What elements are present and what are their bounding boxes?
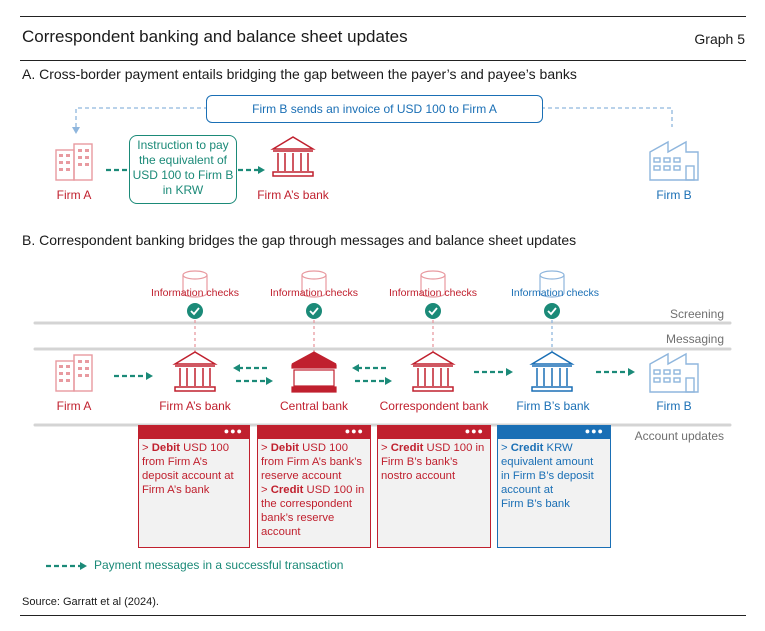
firm-b-node-label: Firm B [656,399,692,413]
card-body: > Credit USD 100 in Firm B’s bank’s nost… [381,442,485,482]
instruction-line: USD 100 to Firm B [132,168,234,182]
info-check-label: Information checks [150,287,240,299]
info-check-label: Information checks [269,287,359,299]
firm-a-bank-node-label: Firm A’s bank [159,399,231,413]
firm-a-node-label: Firm A [56,399,92,413]
database-icon [182,270,208,298]
office-building-icon [55,143,93,181]
card-header: ●●● [378,426,490,439]
panel-b-heading: B. Correspondent banking bridges the gap… [22,232,577,248]
card-header: ●●● [258,426,370,439]
central-bank-node-label: Central bank [279,399,349,413]
bank-building-icon [410,351,456,392]
check-circle-icon [544,303,560,319]
bank-building-icon [529,351,575,392]
database-icon [539,270,565,298]
account-card-central-bank: ●●● > Debit USD 100 from Firm A’s bank’s… [257,425,371,548]
firm-a-bank-label: Firm A’s bank [257,188,329,202]
account-card-firm-a-bank: ●●● > Debit USD 100 from Firm A’s deposi… [138,425,250,548]
card-body: > Credit KRW equivalent amount in Firm B… [501,442,594,510]
card-body: > Debit USD 100 from Firm A’s bank’s res… [261,442,365,538]
bank-building-icon [172,351,218,392]
instruction-line: in KRW [162,183,204,197]
page-title: Correspondent banking and balance sheet … [22,27,408,46]
factory-icon [649,352,699,393]
account-updates-label: Account updates [634,429,724,443]
account-card-firm-b-bank: ●●● > Credit KRW equivalent amount in Fi… [497,425,611,548]
messaging-label: Messaging [665,332,724,346]
central-bank-icon [291,351,337,393]
database-icon [301,270,327,298]
top-rule [20,16,746,17]
instruction-line: the equivalent of [138,153,228,167]
arrow-head [72,127,80,134]
correspondent-bank-node-label: Correspondent bank [379,399,489,413]
card-body: > Debit USD 100 from Firm A’s deposit ac… [142,442,234,496]
bottom-rule [20,615,746,616]
invoice-box: Firm B sends an invoice of USD 100 to Fi… [206,95,543,123]
header-rule [20,60,746,61]
card-header: ●●● [139,426,249,439]
check-circle-icon [306,303,322,319]
graph-label: Graph 5 [694,31,745,47]
account-card-correspondent-bank: ●●● > Credit USD 100 in Firm B’s bank’s … [377,425,491,548]
firm-b-bank-node-label: Firm B’s bank [516,399,590,413]
instruction-box: Instruction to pay the equivalent of USD… [129,135,237,204]
invoice-connector-right [541,107,673,127]
card-header: ●●● [498,426,610,439]
check-circle-icon [187,303,203,319]
factory-icon [649,140,699,181]
check-circle-icon [425,303,441,319]
info-check-label: Information checks [388,287,478,299]
source-note: Source: Garratt et al (2024). [22,596,159,608]
bank-building-icon [270,136,316,177]
screening-label: Screening [669,307,724,321]
firm-a-label: Firm A [56,188,92,202]
office-building-icon [55,354,93,392]
instruction-line: Instruction to pay [137,138,229,152]
legend-label: Payment messages in a successful transac… [94,558,344,572]
panel-a-heading: A. Cross-border payment entails bridging… [22,66,577,82]
info-check-label: Information checks [510,287,600,299]
database-icon [420,270,446,298]
invoice-connector-left [75,107,206,127]
firm-b-label: Firm B [656,188,692,202]
